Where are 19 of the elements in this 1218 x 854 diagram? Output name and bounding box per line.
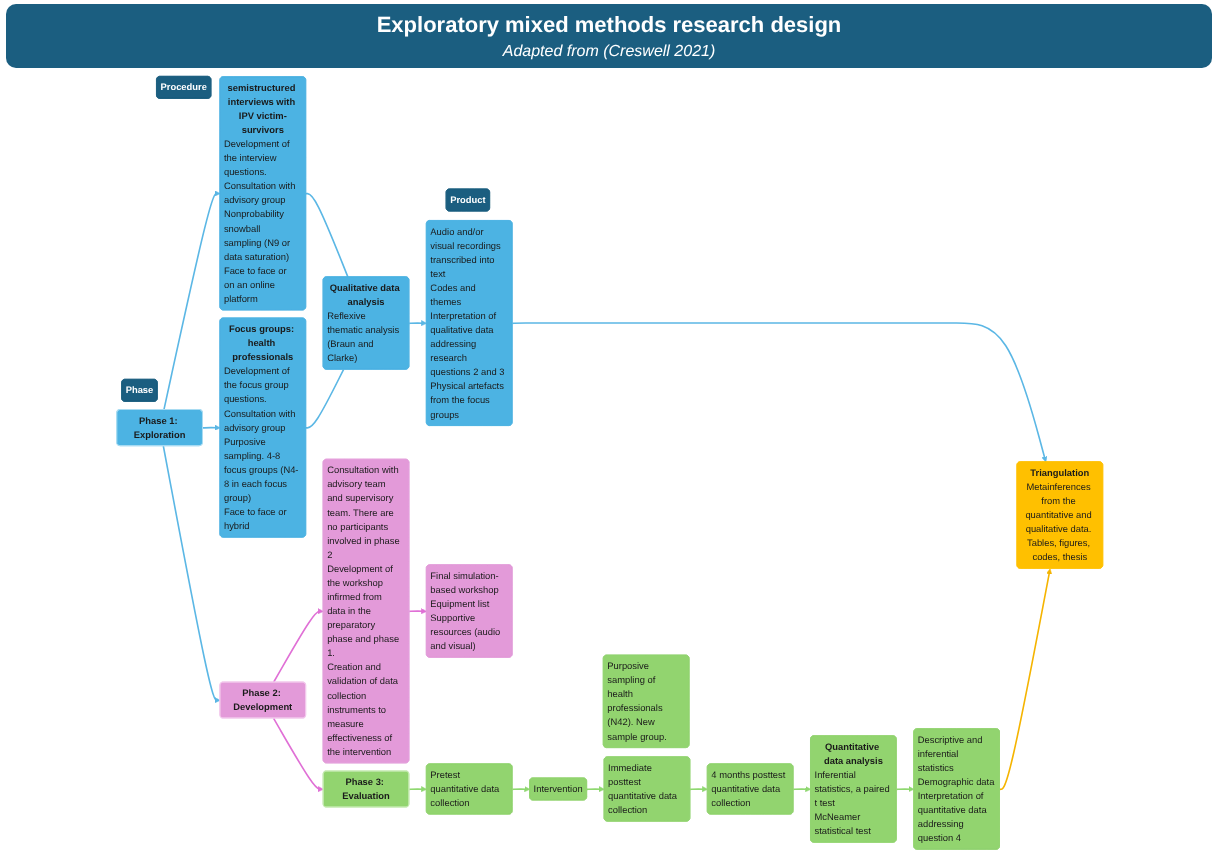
diagram-caption: Adapted from (Creswell 2021) [502,39,716,61]
arrow [272,717,323,793]
arrow [895,786,914,793]
arrow [272,608,323,684]
connector [304,192,349,278]
arrow [407,608,427,615]
arrow [585,786,604,793]
arrow [510,786,530,793]
arrow [407,320,427,327]
arrow [791,786,811,793]
diagram-title: Exploratory mixed methods research design [376,11,842,39]
arrow [162,190,220,411]
arrow [161,445,220,704]
arrow [407,786,427,793]
arrow [998,568,1052,791]
arrow [201,424,220,431]
arrow [510,322,1047,463]
connector [304,368,344,429]
arrow [688,786,708,793]
